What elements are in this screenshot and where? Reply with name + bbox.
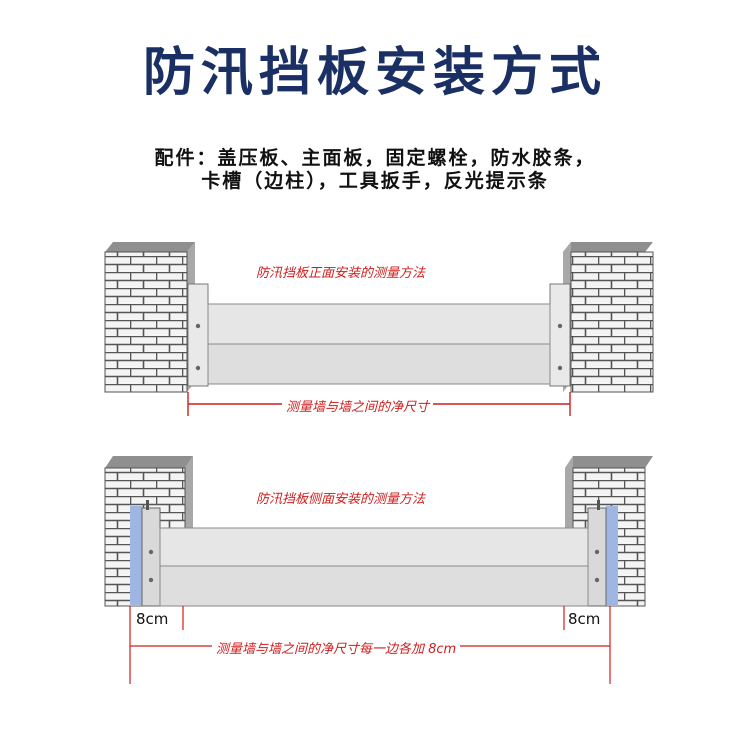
parts-list-line-1: 配件：盖压板、主面板，固定螺栓，防水胶条， [154,147,596,169]
right-slot-post [587,507,607,607]
flood-barrier-panels [207,303,551,385]
side-measure-label: 测量墙与墙之间的净尺寸每一边各加 8cm [212,638,461,657]
right-mounting-frame [549,283,571,387]
left-brick-wall [104,242,195,393]
front-install-caption: 防汛挡板正面安装的测量方法 [252,262,430,281]
right-brick-wall [563,242,654,393]
bolt-icon [597,500,600,510]
right-offset-label: 8cm [568,610,601,628]
bolt-icon [594,549,600,555]
left-waterproof-seal [130,506,142,606]
bolt-icon [195,323,201,329]
bolt-icon [557,365,563,371]
front-measure-label: 测量墙与墙之间的净尺寸 [282,396,434,415]
bolt-icon [594,577,600,583]
flood-barrier-panels [159,527,589,607]
front-install-diagram [104,242,654,416]
left-slot-post [141,507,161,607]
left-mounting-frame [187,283,209,387]
bolt-icon [146,500,149,510]
bolt-icon [557,323,563,329]
bolt-icon [148,549,154,555]
page-title: 防汛挡板安装方式 [142,43,607,103]
bolt-icon [148,577,154,583]
side-install-caption: 防汛挡板侧面安装的测量方法 [252,488,430,507]
side-install-diagram [104,456,653,684]
right-waterproof-seal [606,506,618,606]
left-offset-label: 8cm [136,610,169,628]
parts-list-line-2: 卡槽（边柱），工具扳手，反光提示条 [201,170,549,192]
bolt-icon [195,365,201,371]
